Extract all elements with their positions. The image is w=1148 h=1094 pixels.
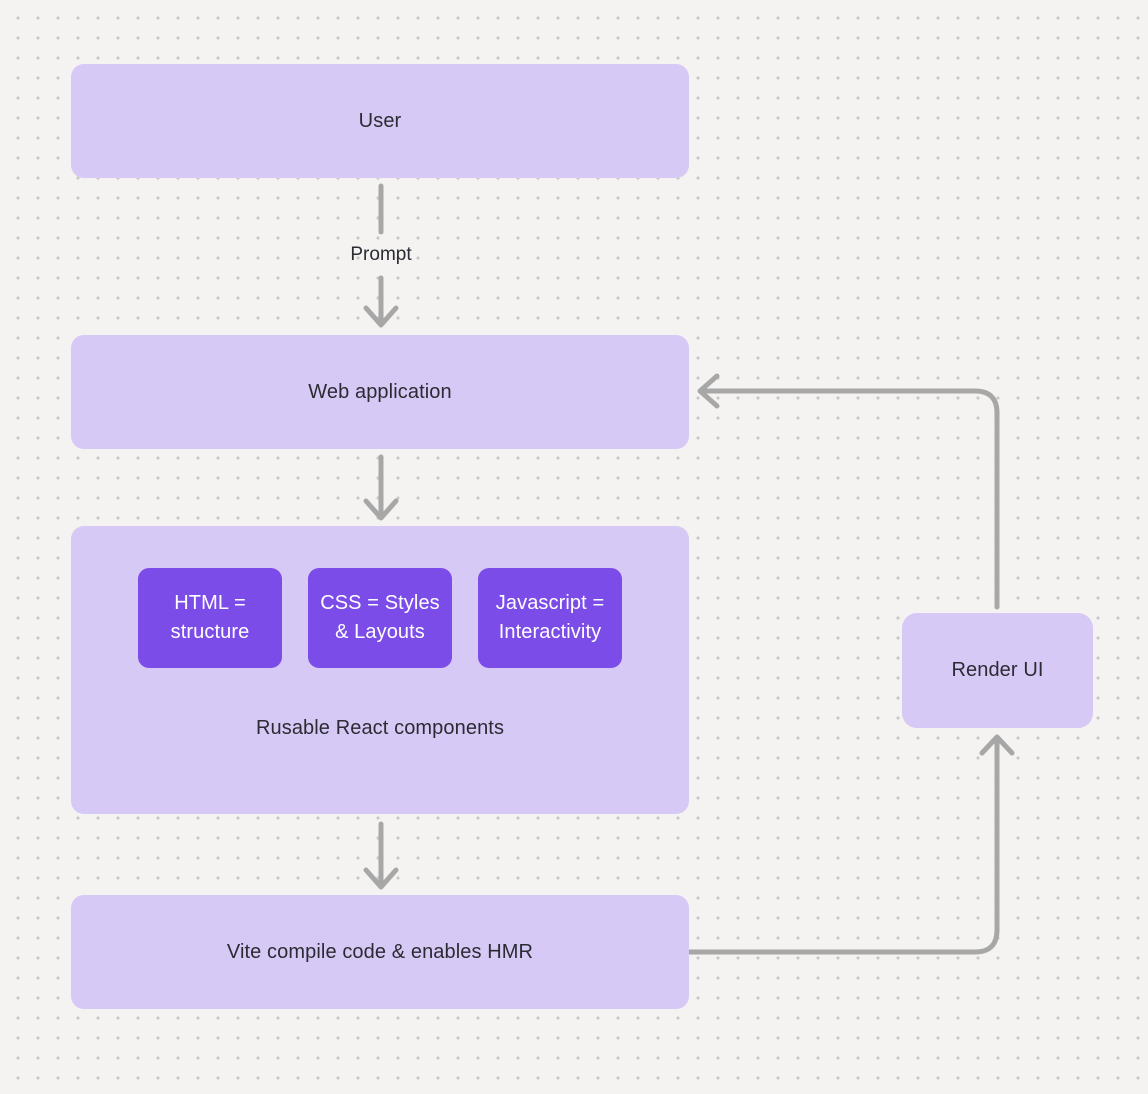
chip-javascript-label: Javascript = Interactivity bbox=[495, 592, 605, 643]
chip-css-label: CSS = Styles & Layouts bbox=[320, 592, 440, 643]
node-render-ui-label: Render UI bbox=[951, 659, 1044, 681]
chip-html: HTML = structure bbox=[138, 568, 282, 668]
components-chip-row: HTML = structure CSS = Styles & Layouts … bbox=[71, 568, 689, 668]
node-vite-label: Vite compile code & enables HMR bbox=[226, 940, 534, 963]
node-components-group-label: Rusable React components bbox=[255, 717, 505, 739]
edge-vite-renderui-arrowhead-icon bbox=[979, 734, 1015, 756]
node-web-application: Web application bbox=[71, 335, 689, 449]
node-vite: Vite compile code & enables HMR bbox=[71, 895, 689, 1009]
node-web-application-label: Web application bbox=[308, 380, 452, 403]
chip-css: CSS = Styles & Layouts bbox=[308, 568, 452, 668]
node-user-label: User bbox=[358, 109, 402, 132]
node-render-ui: Render UI bbox=[902, 613, 1093, 728]
edge-webapp-group-arrowhead-icon bbox=[363, 498, 399, 521]
edge-prompt-webapp-arrowhead-icon bbox=[363, 305, 399, 328]
chip-javascript: Javascript = Interactivity bbox=[478, 568, 622, 668]
node-user: User bbox=[71, 64, 689, 178]
node-components-group: HTML = structure CSS = Styles & Layouts … bbox=[71, 526, 689, 814]
edge-group-vite-arrowhead-icon bbox=[363, 867, 399, 890]
edge-label-prompt: Prompt bbox=[350, 244, 412, 265]
chip-html-label: HTML = structure bbox=[170, 592, 250, 643]
edge-renderui-webapp-arrowhead-icon bbox=[697, 373, 720, 409]
edge-renderui-webapp-segment bbox=[701, 388, 1000, 610]
edge-vite-renderui-segment bbox=[686, 740, 1000, 955]
